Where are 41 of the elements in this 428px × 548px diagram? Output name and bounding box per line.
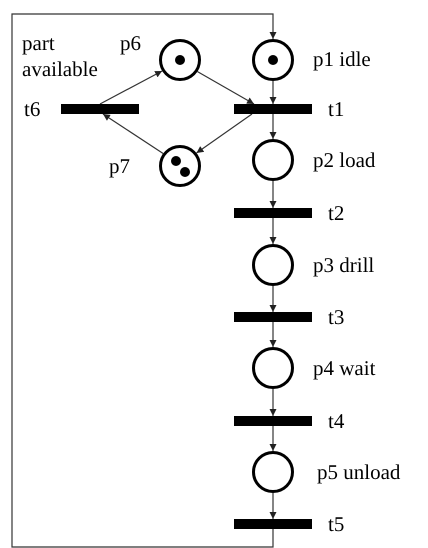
place-label: part available [22, 30, 99, 82]
arrow [270, 181, 276, 208]
place-label: p7 [109, 153, 131, 179]
transition-bar [234, 519, 312, 529]
place-circle [252, 244, 294, 286]
arrow [197, 71, 254, 105]
arrow [270, 81, 276, 104]
arrow [270, 389, 276, 416]
arrow [196, 114, 252, 154]
transition-bar [234, 104, 312, 114]
place-circle [252, 451, 294, 493]
transition-label: t4 [328, 408, 346, 434]
transition-label: t1 [328, 96, 346, 122]
arrow [270, 114, 276, 139]
arrow [270, 286, 276, 312]
place-label: p2 load [313, 147, 376, 173]
arrow [270, 493, 276, 519]
place-circle [252, 39, 294, 81]
transition-bar [234, 416, 312, 426]
arrow [100, 70, 162, 105]
arrow [102, 114, 164, 154]
place-circle [252, 347, 294, 389]
transition-bar [61, 104, 139, 114]
transition-bar [234, 312, 312, 322]
transition-label: t2 [328, 200, 346, 226]
arrow [11, 13, 276, 548]
place-circle [159, 145, 201, 187]
place-label: p6 [120, 30, 142, 56]
transition-label: t3 [328, 304, 346, 330]
transition-bar [234, 208, 312, 218]
transition-label: t6 [24, 96, 42, 122]
place-label: p3 drill [313, 252, 376, 278]
place-circle [252, 139, 294, 181]
arrow [270, 322, 276, 347]
place-label: p5 unload [317, 459, 402, 485]
transition-label: t5 [328, 511, 346, 537]
place-label: p4 wait [313, 355, 376, 381]
place-label: p1 idle [313, 46, 372, 72]
arrow [270, 218, 276, 244]
arrow [270, 426, 276, 451]
place-circle [159, 39, 201, 81]
